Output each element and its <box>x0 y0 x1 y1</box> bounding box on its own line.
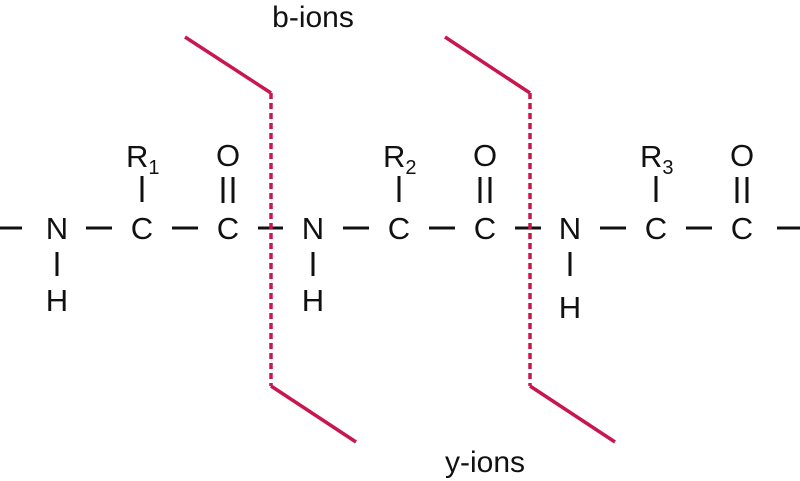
nitrogen-atom: N <box>46 211 68 246</box>
oxygen-atom: O <box>216 138 240 173</box>
b-ions-label: b-ions <box>272 1 354 34</box>
nitrogen-atom: N <box>559 211 581 246</box>
hydrogen-atom: H <box>302 283 324 318</box>
oxygen-atom: O <box>730 138 754 173</box>
alpha-carbon-atom: C <box>131 211 153 246</box>
residue-2: N H C R2 C O <box>302 138 541 318</box>
cleavage-line-2 <box>444 35 616 444</box>
y-ion-arm <box>529 384 616 444</box>
alpha-carbon-atom: C <box>645 211 667 246</box>
y-ions-label: y-ions <box>445 446 525 479</box>
residue-3: N H C R3 C O <box>559 138 754 325</box>
cleavage-line-1 <box>184 35 357 444</box>
b-ion-arm <box>444 35 531 95</box>
carbonyl-carbon-atom: C <box>474 211 496 246</box>
carbonyl-carbon-atom: C <box>731 211 753 246</box>
nitrogen-atom: N <box>302 211 324 246</box>
b-ion-arm <box>184 35 272 95</box>
y-ion-arm <box>270 384 357 444</box>
oxygen-atom: O <box>473 138 497 173</box>
residue-1: N H C R1 C O <box>46 138 283 318</box>
hydrogen-atom: H <box>559 290 581 325</box>
carbonyl-carbon-atom: C <box>217 211 239 246</box>
side-chain-r: R1 <box>126 139 160 179</box>
side-chain-r: R3 <box>640 139 674 179</box>
side-chain-r: R2 <box>383 139 417 179</box>
alpha-carbon-atom: C <box>388 211 410 246</box>
hydrogen-atom: H <box>46 283 68 318</box>
